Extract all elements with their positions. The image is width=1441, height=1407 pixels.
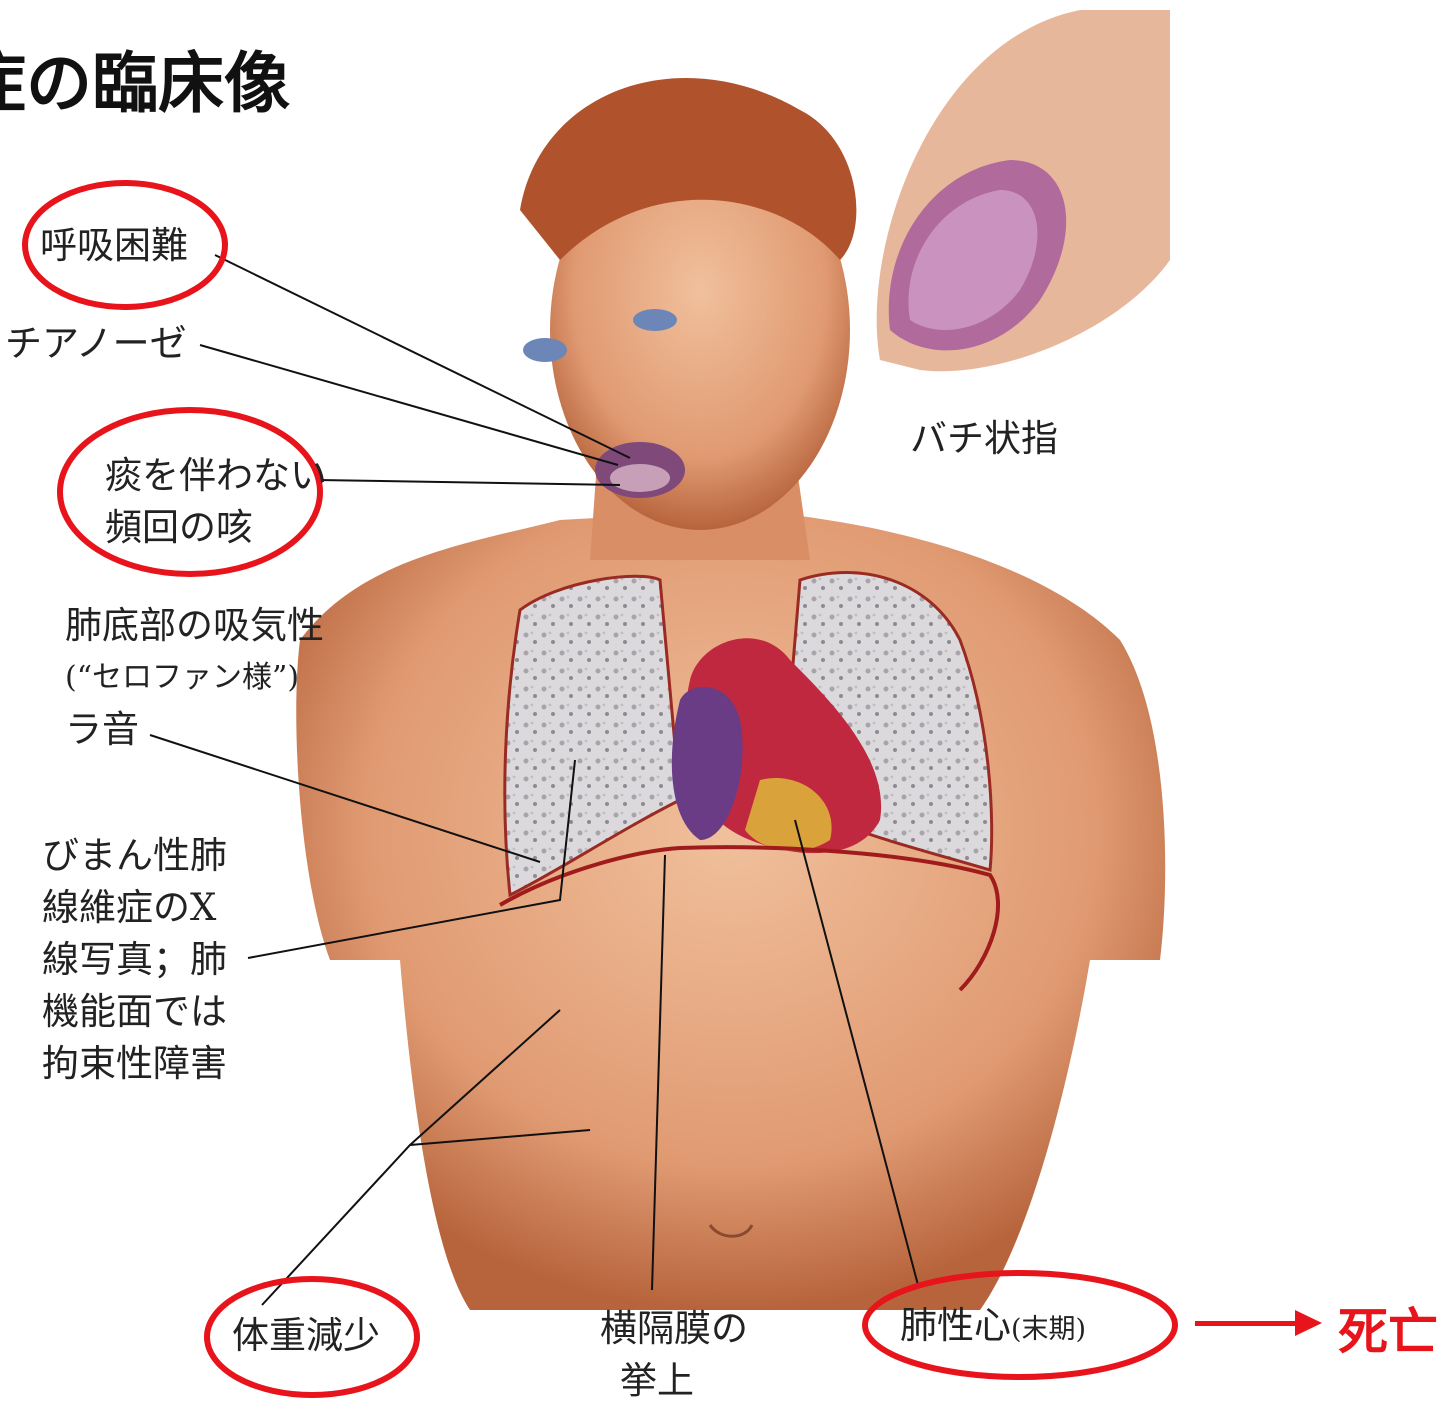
label-fibrosis-line1: びまん性肺	[42, 830, 227, 882]
label-rales: 肺底部の吸気性 (“セロファン様”) ラ音	[65, 600, 324, 756]
label-clubbing: バチ状指	[910, 413, 1058, 465]
label-cor-pulmonale-text: 肺性心	[900, 1304, 1011, 1347]
label-diaphragm-line2: 挙上	[600, 1355, 748, 1407]
label-rales-line1: 肺底部の吸気性	[65, 600, 324, 652]
label-cough: 痰を伴わない 頻回の咳	[105, 450, 327, 554]
label-weight-loss: 体重減少	[232, 1310, 380, 1362]
label-diaphragm-line1: 横隔膜の	[600, 1303, 748, 1355]
clubbed-finger-illustration	[877, 10, 1170, 371]
label-diaphragm: 横隔膜の 挙上	[600, 1303, 748, 1407]
label-fibrosis-line3: 線写真；肺	[42, 934, 227, 986]
label-cor-pulmonale: 肺性心(末期)	[900, 1300, 1086, 1356]
label-fibrosis-line5: 拘束性障害	[42, 1038, 227, 1090]
label-cough-line2: 頻回の咳	[105, 502, 327, 554]
label-cor-pulmonale-stage: (末期)	[1011, 1314, 1086, 1345]
label-cyanosis: チアノーゼ	[5, 318, 187, 370]
leader-line-cough	[318, 480, 620, 485]
label-fibrosis-line2: 線維症のX	[42, 882, 227, 934]
label-rales-line3: ラ音	[65, 704, 324, 756]
page-title: 症の臨床像	[0, 30, 290, 126]
label-rales-line2: (“セロファン様”)	[65, 652, 324, 704]
arrow-to-death	[1195, 1310, 1322, 1336]
label-dyspnea: 呼吸困難	[40, 220, 188, 272]
label-fibrosis: びまん性肺 線維症のX 線写真；肺 機能面では 拘束性障害	[42, 830, 227, 1090]
label-cough-line1: 痰を伴わない	[105, 450, 327, 502]
label-death: 死亡	[1338, 1292, 1438, 1364]
label-fibrosis-line4: 機能面では	[42, 986, 227, 1038]
